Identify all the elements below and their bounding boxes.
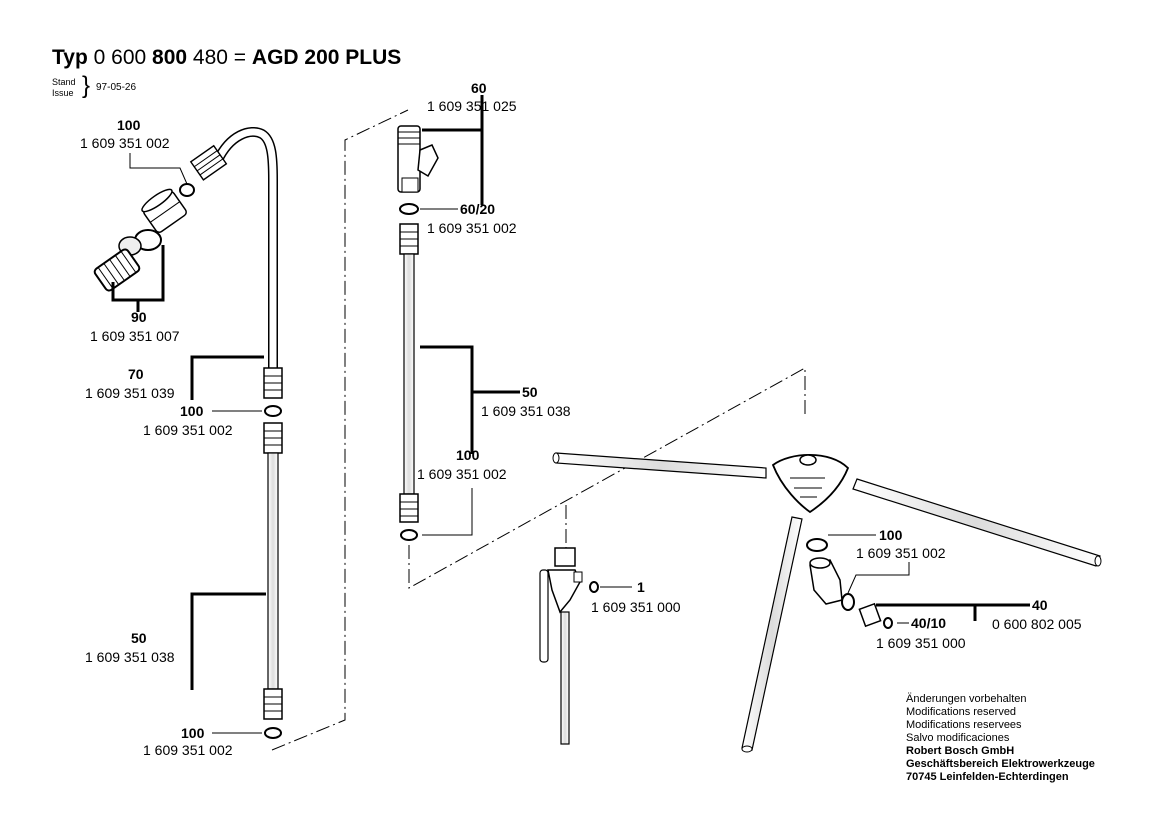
tripod-rods	[552, 452, 1102, 753]
extension-rod-middle	[403, 253, 415, 495]
callout-100-center-part: 1 609 351 002	[417, 466, 507, 482]
title-code-a: 0 600	[93, 46, 147, 69]
seal-ring-elbow	[841, 593, 855, 611]
nozzle-nut	[141, 188, 187, 233]
note-line: Salvo modificaciones	[906, 732, 1010, 744]
callout-40-number: 40	[1032, 597, 1048, 613]
cap-nut	[93, 248, 141, 292]
shutoff-valve	[397, 125, 439, 193]
callout-100-center-number: 100	[456, 447, 480, 463]
callout-100-top-part: 1 609 351 002	[80, 135, 170, 151]
o-ring-lance	[589, 581, 599, 593]
note-line: Modifications reserved	[906, 706, 1017, 718]
middle-fitting-bottom	[399, 493, 419, 523]
callout-100-bottom-part: 1 609 351 002	[143, 742, 233, 758]
callout-40-10-number: 40/10	[911, 615, 946, 631]
seal-ring-middle-bottom	[400, 529, 418, 541]
callout-90-number: 90	[131, 309, 147, 325]
footer-notes: Änderungen vorbehalten Modifications res…	[906, 693, 1095, 784]
callout-100-mid-number: 100	[180, 403, 204, 419]
title-model: AGD 200 PLUS	[251, 46, 402, 69]
nozzle-connector	[189, 144, 228, 181]
callout-60-20-part: 1 609 351 002	[427, 220, 517, 236]
callout-60-20-number: 60/20	[460, 201, 495, 217]
extension-rod-left	[267, 452, 279, 690]
leaders-right	[828, 534, 1030, 624]
seal-ring-mid	[264, 405, 282, 417]
seal-ring-valve	[399, 203, 419, 215]
callout-60-part: 1 609 351 025	[427, 98, 517, 114]
callout-40-10-part: 1 609 351 000	[876, 635, 966, 651]
stand-label: Stand	[52, 77, 76, 87]
callout-50-left-number: 50	[131, 630, 147, 646]
issue-date: 97-05-26	[96, 82, 137, 93]
callout-100-top-number: 100	[117, 117, 141, 133]
callout-100-right-part: 1 609 351 002	[856, 545, 946, 561]
callout-70-part: 1 609 351 039	[85, 385, 175, 401]
callout-50-left-part: 1 609 351 038	[85, 649, 175, 665]
spray-lance	[539, 547, 583, 745]
leaders-left	[111, 109, 806, 751]
company-division: Geschäftsbereich Elektrowerkzeuge	[906, 758, 1095, 770]
company-address: 70745 Leinfelden-Echterdingen	[906, 771, 1069, 783]
callout-60-number: 60	[471, 80, 487, 96]
callout-90-part: 1 609 351 007	[90, 328, 180, 344]
seal-ring-tripod	[806, 538, 828, 552]
callout-70-number: 70	[128, 366, 144, 382]
callout-50-mid-part: 1 609 351 038	[481, 403, 571, 419]
callout-100-bottom-number: 100	[181, 725, 205, 741]
title-code-c: 480 =	[192, 46, 247, 69]
title-typ: Typ	[52, 46, 88, 69]
callout-40-part: 0 600 802 005	[992, 616, 1082, 632]
adapter-fitting	[858, 602, 882, 628]
o-ring-adapter	[883, 617, 893, 629]
note-line: Änderungen vorbehalten	[906, 693, 1027, 705]
callout-1-number: 1	[637, 579, 645, 595]
page-title: Typ 0 600 800 480 = AGD 200 PLUS	[52, 46, 401, 70]
issue-label: Issue	[52, 88, 74, 98]
elbow-fitting	[809, 557, 843, 605]
seal-ring-bottom	[264, 727, 282, 739]
callout-1-part: 1 609 351 000	[591, 599, 681, 615]
seal-ring-top	[179, 183, 195, 197]
company-name: Robert Bosch GmbH	[906, 745, 1015, 757]
stand-issue-label: Stand Issue	[52, 77, 76, 99]
brace-glyph: }	[82, 72, 91, 99]
callout-50-mid-number: 50	[522, 384, 538, 400]
leaders-middle	[420, 95, 520, 536]
curved-wand	[213, 127, 278, 368]
tripod-hub	[771, 453, 850, 514]
callout-100-right-number: 100	[879, 527, 903, 543]
callout-100-mid-part: 1 609 351 002	[143, 422, 233, 438]
title-code-b: 800	[152, 46, 188, 69]
note-line: Modifications reservees	[906, 719, 1022, 731]
